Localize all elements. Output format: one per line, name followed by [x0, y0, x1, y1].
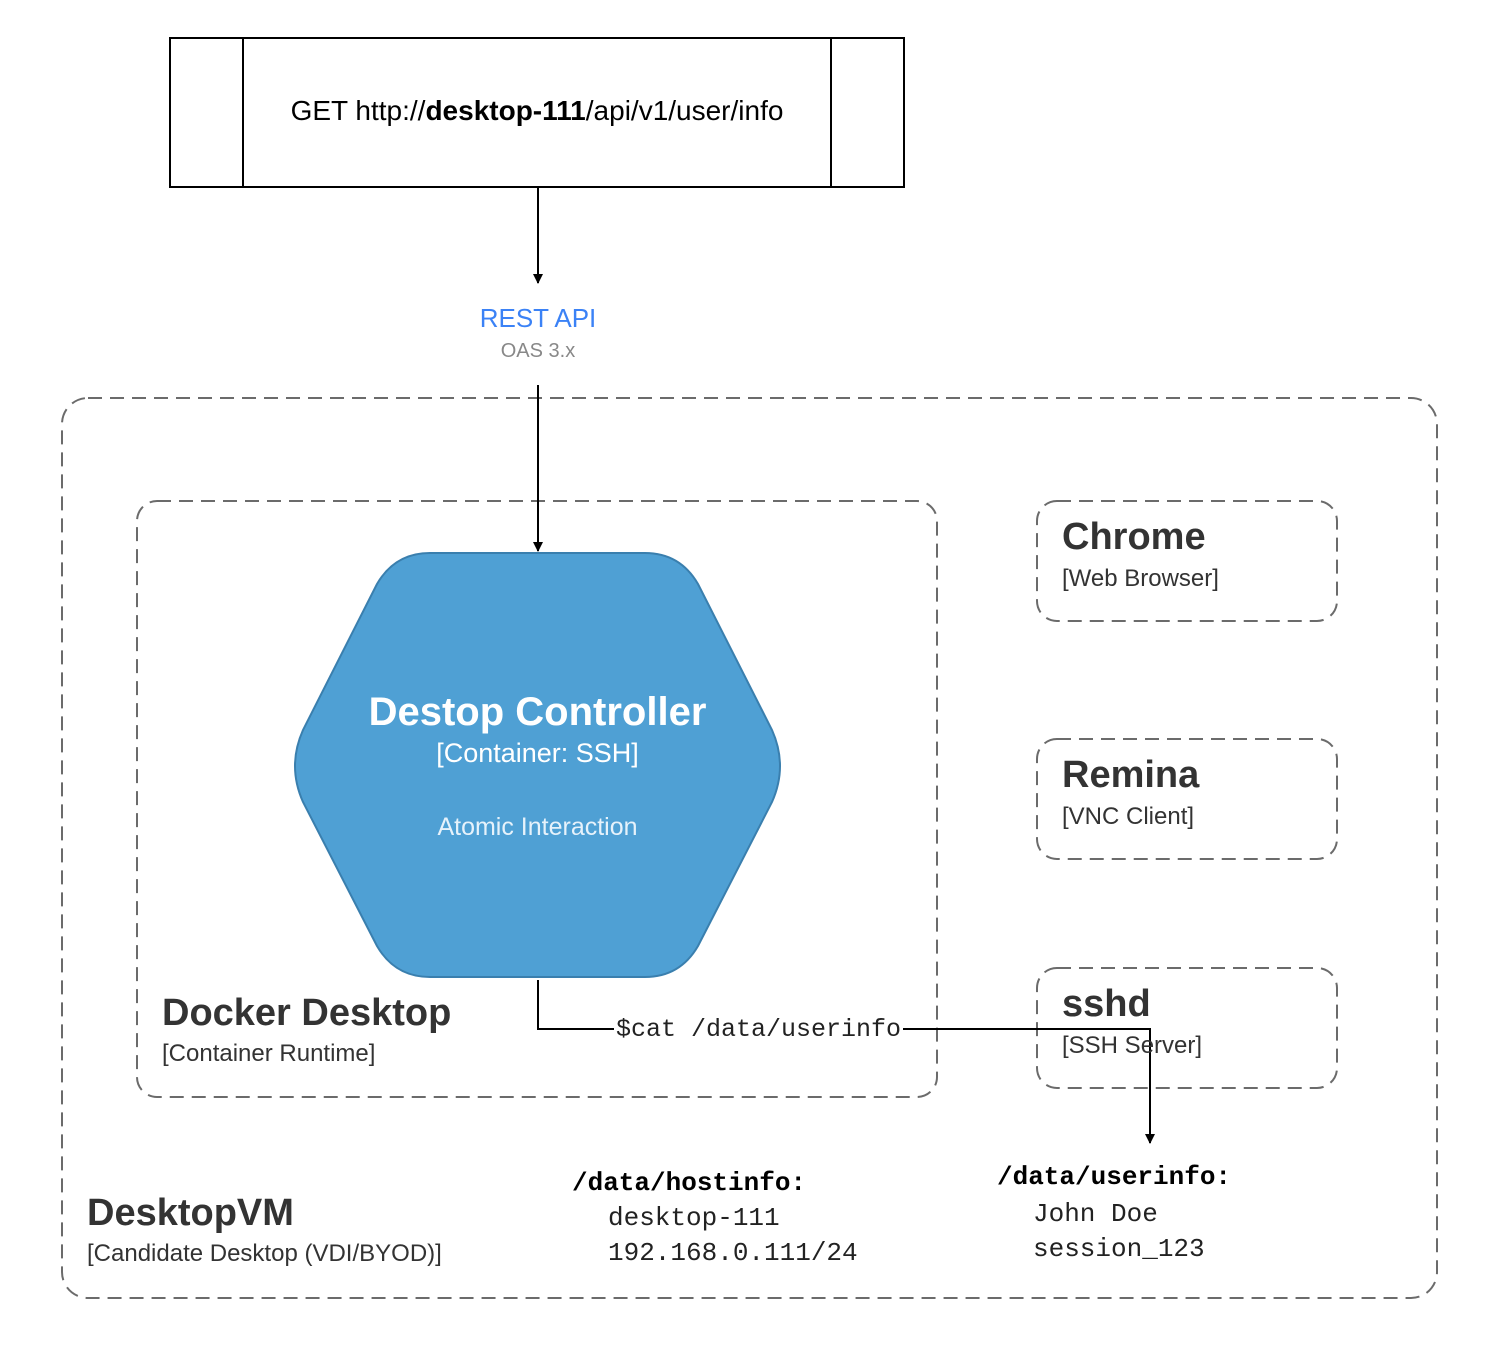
- command-label: $cat /data/userinfo: [614, 1015, 904, 1044]
- desktop-vm-title: DesktopVM: [87, 1192, 294, 1234]
- request-box: [169, 37, 905, 188]
- controller-description: Atomic Interaction: [437, 813, 638, 841]
- api-label: REST API: [479, 303, 597, 333]
- remina-subtitle: [VNC Client]: [1062, 803, 1195, 830]
- remina-title: Remina: [1062, 754, 1200, 796]
- hostinfo-heading: /data/hostinfo:: [572, 1168, 807, 1198]
- request-url-prefix: http://: [355, 95, 426, 126]
- remina-box: [1036, 738, 1338, 860]
- sshd-title: sshd: [1062, 983, 1151, 1025]
- userinfo-line: John Doe: [1033, 1199, 1158, 1229]
- controller-subtitle: [Container: SSH]: [436, 738, 639, 768]
- chrome-title: Chrome: [1062, 516, 1206, 558]
- desktop-vm-boundary: [61, 397, 1438, 1299]
- controller-hexagon: [294, 552, 781, 978]
- desktop-vm-subtitle: [Candidate Desktop (VDI/BYOD)]: [87, 1240, 442, 1267]
- docker-subtitle: [Container Runtime]: [162, 1040, 376, 1067]
- hostinfo-line: 192.168.0.111/24: [608, 1238, 858, 1268]
- userinfo-heading: /data/userinfo:: [997, 1162, 1232, 1192]
- docker-title: Docker Desktop: [162, 992, 452, 1034]
- request-url-host: desktop-111: [425, 95, 586, 126]
- api-spec: OAS 3.x: [500, 340, 576, 362]
- controller-title: Destop Controller: [368, 690, 707, 734]
- sshd-subtitle: [SSH Server]: [1062, 1032, 1203, 1059]
- chrome-subtitle: [Web Browser]: [1062, 565, 1219, 592]
- request-method: GET: [290, 95, 348, 126]
- request-url-path: /api/v1/user/info: [585, 95, 784, 126]
- controller-to-sshd-arrow: [537, 980, 1155, 1144]
- hostinfo-line: desktop-111: [608, 1203, 780, 1233]
- request-url: GET http://desktop-111/api/v1/user/info: [243, 95, 831, 127]
- userinfo-line: session_123: [1033, 1234, 1205, 1264]
- chrome-box: [1036, 500, 1338, 622]
